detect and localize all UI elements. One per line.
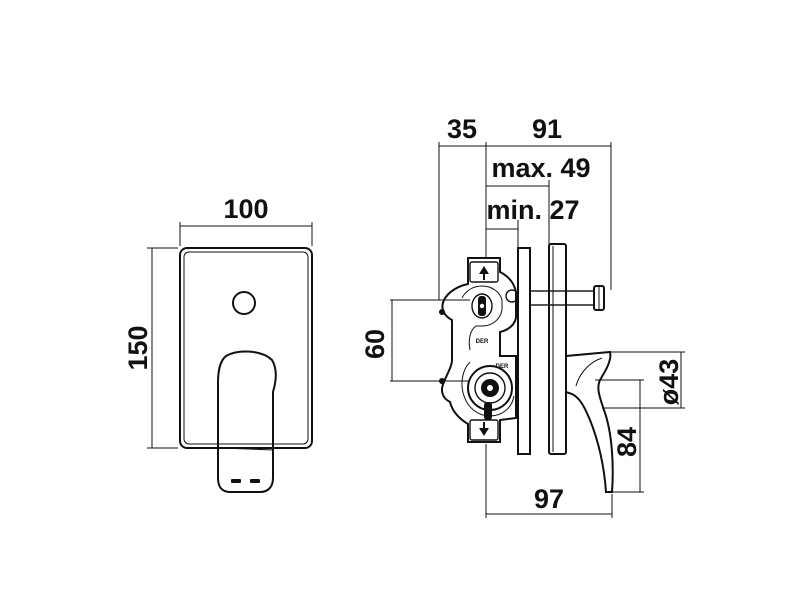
diverter-stem [529,290,595,306]
body-marking-lower: DER [496,364,509,370]
lower-flow-arrow [479,422,489,436]
body-marking: DER [476,339,489,345]
height-label: 150 [123,325,153,370]
dim-max-label: max. 49 [491,153,590,183]
lever-side-edge [575,357,603,387]
valve-body [441,257,517,443]
upper-cartridge [471,293,493,319]
side-view: 35 91 max. 49 min. 27 DER DER [360,114,685,518]
diverter-knob-side [593,285,605,311]
mounting-screw-top [439,309,445,315]
dim-84-label: 84 [612,427,642,457]
upper-port [469,261,499,283]
lever-slot-right [250,479,260,483]
lower-cartridge-stem [484,402,492,420]
upper-flow-arrow [479,266,489,280]
cover-plate [179,247,313,449]
lower-cartridge-hole [487,385,493,391]
upper-cartridge-hole [479,303,485,309]
valve-body-lower-contour [461,361,515,417]
dim-min-label: min. 27 [486,195,579,225]
valve-body-inner-contour [461,285,503,351]
cover-plate-side [548,243,567,455]
dim-60-label: 60 [360,329,390,359]
dim-43-label: ø43 [654,359,684,406]
dim-97-label: 97 [534,484,564,514]
lever-handle-edge [221,447,275,451]
lever-handle [217,350,277,493]
mounting-plate [517,247,531,455]
lower-port [469,419,499,441]
front-view: 100 150 [123,194,313,493]
diverter-knob [232,291,256,315]
lever-side-profile [565,350,614,493]
dim-91-label: 91 [532,114,562,144]
cover-plate-inner-edge [183,251,309,445]
width-label: 100 [223,194,268,224]
dim-35-label: 35 [447,114,477,144]
lever-slot-left [231,479,241,483]
